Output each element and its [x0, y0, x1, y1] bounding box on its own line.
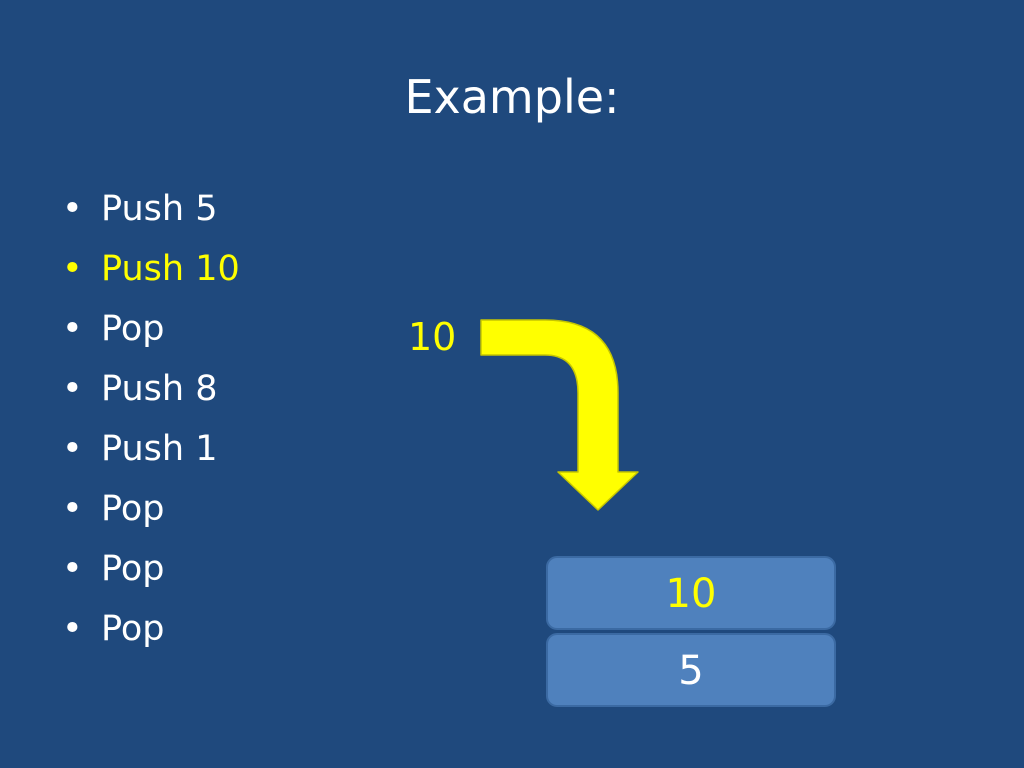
arrow-shape — [480, 319, 639, 511]
operation-item: • Pop — [58, 539, 240, 599]
stack-item-top: 10 — [546, 556, 836, 630]
operation-text: Push 5 — [101, 189, 218, 229]
bullet-icon: • — [62, 489, 83, 529]
operation-item: • Push 1 — [58, 419, 240, 479]
operation-item: • Pop — [58, 299, 240, 359]
operation-text: Push 8 — [101, 369, 218, 409]
operation-text: Push 10 — [101, 249, 240, 289]
operation-text: Pop — [101, 489, 165, 529]
operation-text: Pop — [101, 549, 165, 589]
operation-text: Pop — [101, 309, 165, 349]
operation-item: • Pop — [58, 599, 240, 659]
bullet-icon: • — [62, 429, 83, 469]
operation-item: • Push 5 — [58, 179, 240, 239]
operation-item: • Pop — [58, 479, 240, 539]
operation-text: Push 1 — [101, 429, 218, 469]
bullet-icon: • — [62, 369, 83, 409]
operation-item: • Push 8 — [58, 359, 240, 419]
bullet-icon: • — [62, 609, 83, 649]
operation-text: Pop — [101, 609, 165, 649]
operation-item-highlighted: • Push 10 — [58, 239, 240, 299]
arrow-value-label: 10 — [408, 315, 457, 359]
bullet-icon: • — [62, 189, 83, 229]
stack-item-bottom: 5 — [546, 633, 836, 707]
bullet-icon: • — [62, 309, 83, 349]
slide-title: Example: — [404, 70, 620, 124]
bullet-icon: • — [62, 249, 83, 289]
operations-list: • Push 5 • Push 10 • Pop • Push 8 • Push 1 • P… — [58, 179, 240, 659]
bullet-icon: • — [62, 549, 83, 589]
